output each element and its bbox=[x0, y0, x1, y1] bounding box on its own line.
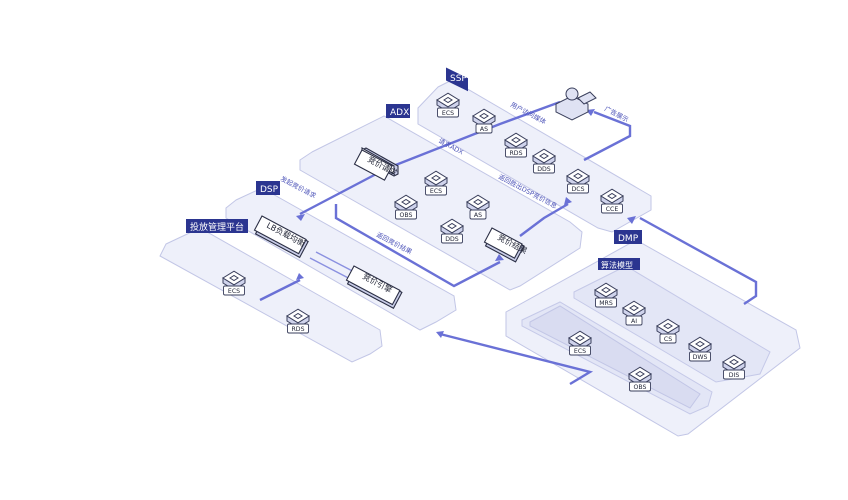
node-label: ECS bbox=[228, 288, 240, 295]
node-algo-ai: AI bbox=[622, 300, 646, 326]
node-ssp-cce: CCE bbox=[600, 188, 624, 214]
node-label: DDS bbox=[537, 166, 551, 173]
svg-text:DMP: DMP bbox=[618, 234, 639, 244]
svg-text:投放管理平台: 投放管理平台 bbox=[190, 221, 244, 233]
node-algo-dws: DWS bbox=[688, 336, 712, 362]
svg-text:发起竞价请求: 发起竞价请求 bbox=[279, 174, 318, 200]
flow-return-dsp bbox=[519, 202, 569, 237]
svg-text:SSP: SSP bbox=[450, 74, 467, 84]
node-label: RDS bbox=[510, 150, 523, 157]
tag-ssp: SSP bbox=[446, 67, 468, 92]
tag-algorithm-model: 算法模型 bbox=[598, 258, 640, 270]
flow-user-visit bbox=[387, 100, 561, 170]
svg-text:ADX: ADX bbox=[390, 108, 409, 118]
node-label: AS bbox=[474, 212, 482, 219]
node-plat-rds: RDS bbox=[286, 308, 310, 334]
node-algo-cs: CS bbox=[656, 318, 680, 344]
node-adx-obs: OBS bbox=[394, 194, 418, 220]
node-ssp-ecs: ECS bbox=[436, 92, 460, 118]
node-label: OBS bbox=[634, 384, 647, 391]
user-icon bbox=[555, 87, 597, 121]
node-label: OBS bbox=[400, 212, 413, 219]
svg-text:DSP: DSP bbox=[260, 185, 279, 195]
node-label: DCS bbox=[571, 186, 584, 193]
node-label: AI bbox=[631, 318, 637, 325]
node-adx-dds: DDS bbox=[440, 218, 464, 244]
node-dmp-ecs: ECS bbox=[568, 330, 592, 356]
node-label: ECS bbox=[442, 110, 454, 117]
node-label: ECS bbox=[574, 348, 586, 355]
node-ssp-as: AS bbox=[472, 108, 496, 134]
node-label: AS bbox=[480, 126, 488, 133]
svg-text:算法模型: 算法模型 bbox=[601, 260, 633, 270]
flow-dmp-dsp bbox=[439, 332, 594, 386]
service-nodes: ECS AS RDS DDS DCS CCE ECS OBS AS DDS ECS RDS MRS AI C… bbox=[222, 92, 746, 392]
box-bid-result: 竞价结果 bbox=[483, 227, 529, 263]
node-label: DIS bbox=[729, 372, 740, 379]
node-label: RDS bbox=[292, 326, 305, 333]
box-bid-request: 竞价请求 bbox=[353, 147, 399, 181]
flow-platform-dsp bbox=[259, 278, 301, 302]
node-label: CCE bbox=[606, 206, 619, 213]
node-ssp-dds: DDS bbox=[532, 148, 556, 174]
flow-send-bid bbox=[299, 170, 381, 216]
tag-dsp: DSP bbox=[256, 181, 280, 195]
node-label: ECS bbox=[430, 188, 442, 195]
node-algo-dis: DIS bbox=[722, 354, 746, 380]
node-ssp-rds: RDS bbox=[504, 132, 528, 158]
node-plat-ecs: ECS bbox=[222, 270, 246, 296]
node-label: DWS bbox=[693, 354, 708, 361]
node-algo-mrs: MRS bbox=[594, 282, 618, 308]
box-bid-engine: 竞价引擎 bbox=[345, 265, 403, 310]
flow-return-bid bbox=[334, 204, 501, 288]
flow-ad-show bbox=[583, 110, 632, 162]
node-label: DDS bbox=[445, 236, 459, 243]
flow-dmp-cce bbox=[639, 216, 758, 305]
node-label: CS bbox=[664, 336, 672, 343]
node-adx-as: AS bbox=[466, 194, 490, 220]
tag-dmp: DMP bbox=[614, 230, 642, 244]
node-dmp-obs: OBS bbox=[628, 366, 652, 392]
node-label: MRS bbox=[599, 300, 613, 307]
tag-adx: ADX bbox=[386, 104, 410, 118]
node-ssp-dcs: DCS bbox=[566, 168, 590, 194]
dmp-platform bbox=[505, 239, 801, 437]
tag-delivery-platform: 投放管理平台 bbox=[186, 219, 248, 233]
node-adx-ecs: ECS bbox=[424, 170, 448, 196]
